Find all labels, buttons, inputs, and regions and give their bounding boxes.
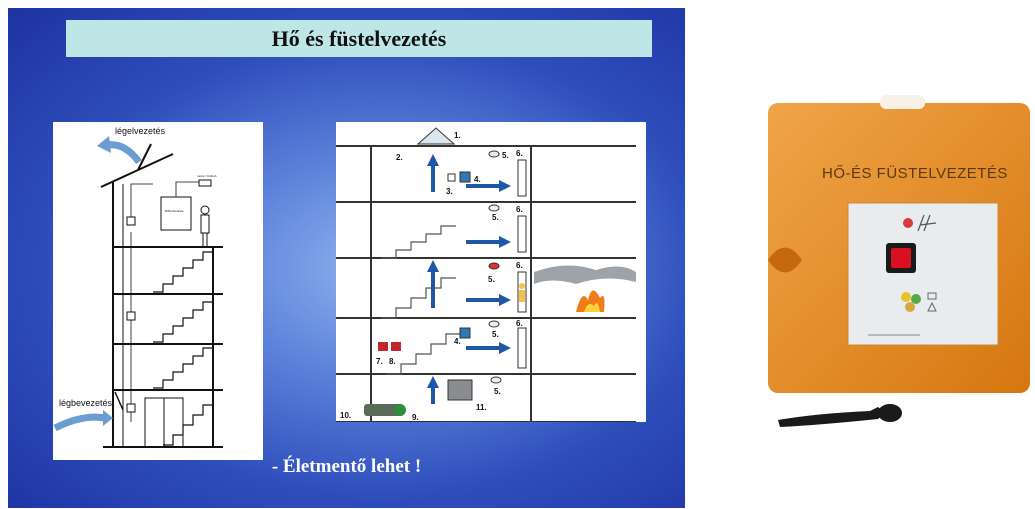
numbered-system-panel: 1. 2. 3. 4.: [336, 122, 646, 423]
numbered-system-drawing: 1. 2. 3. 4.: [336, 127, 636, 423]
smoke-cloud: [534, 265, 636, 284]
side-hinge: [768, 247, 802, 273]
fire-core-icon: [584, 303, 600, 312]
label-6-d: 6.: [516, 319, 523, 328]
upward-arrow-head: [427, 260, 439, 272]
running-person: [519, 283, 525, 289]
red-panel: [378, 342, 388, 351]
manual-call-point: [447, 173, 456, 182]
exhaust-arrow-head: [97, 136, 111, 153]
label-8: 8.: [389, 357, 396, 366]
label-11: 11.: [476, 403, 487, 412]
control-button: [459, 171, 471, 183]
battery-unit: [364, 404, 404, 416]
stairs: [163, 395, 214, 446]
stairs: [153, 347, 213, 389]
right-arrow-head: [499, 236, 511, 248]
presentation-slide: Hő és füstelvezetés: [8, 8, 685, 508]
reset-key: [778, 407, 886, 427]
smoke-detector-alarm: [488, 262, 500, 270]
wall-switch: [126, 216, 136, 226]
roof-line: [100, 153, 174, 188]
intake-arrow-head: [103, 410, 113, 426]
label-7: 7.: [376, 357, 383, 366]
running-person: [519, 290, 525, 302]
warning-triangle-icon: [927, 301, 937, 312]
stairs: [153, 251, 213, 293]
controller-box: [160, 196, 192, 231]
stairs: [381, 277, 456, 319]
building-schematic-panel: RWA Zentrale motor / Antrieb légelvezeté…: [53, 122, 263, 460]
sensor-box-label: motor / Antrieb: [197, 174, 217, 178]
smoke-vent-button-photo: HŐ-ÉS FÜSTELVEZETÉS: [740, 75, 1035, 435]
status-led-icon: [903, 218, 913, 228]
right-arrow-head: [499, 342, 511, 354]
indicator-amber-icon: [905, 302, 915, 312]
controller-label: RWA Zentrale: [165, 209, 184, 213]
slide-title: Hő és füstelvezetés: [271, 25, 447, 51]
door: [517, 215, 527, 253]
device-top-latch: [880, 95, 925, 109]
label-10: 10.: [340, 411, 351, 420]
smoke-detector: [488, 150, 500, 158]
label-5: 5.: [502, 151, 509, 160]
label-5-c: 5.: [488, 275, 495, 284]
person-figure: [200, 214, 210, 234]
slide-slogan: - Életmentő lehet !: [271, 456, 422, 477]
control-wire: [130, 183, 153, 217]
label-4-lower: 4.: [454, 337, 461, 346]
control-button: [459, 327, 471, 339]
label-6: 6.: [516, 149, 523, 158]
glass-window: [847, 202, 999, 346]
red-panel: [391, 342, 401, 351]
exhaust-label: légelvezetés: [115, 126, 166, 136]
upward-arrow-head: [427, 154, 439, 166]
intake-label: légbevezetés: [59, 398, 113, 408]
label-9: 9.: [412, 413, 419, 422]
stairs: [153, 301, 213, 343]
smoke-detector: [488, 204, 500, 212]
wall-switch: [126, 311, 136, 321]
label-6-c: 6.: [516, 261, 523, 270]
smoke-detector: [488, 320, 500, 328]
right-arrow-head: [499, 294, 511, 306]
device-label: HŐ-ÉS FÜSTELVEZETÉS: [822, 164, 1008, 182]
emergency-button[interactable]: [891, 248, 911, 268]
label-4: 4.: [474, 175, 481, 184]
stairs: [386, 333, 461, 375]
skylight: [416, 127, 456, 145]
sensor-box: [198, 179, 212, 187]
label-2: 2.: [396, 153, 403, 162]
smoke-detector: [490, 376, 502, 384]
label-3: 3.: [446, 187, 453, 196]
label-5-b: 5.: [492, 213, 499, 222]
symbol-box-icon: [927, 292, 937, 300]
label-5-e: 5.: [494, 387, 501, 396]
title-bar: Hő és füstelvezetés: [66, 20, 652, 57]
stairs: [381, 225, 456, 259]
upward-arrow-head: [427, 376, 439, 388]
device-drawing: HŐ-ÉS FÜSTELVEZETÉS: [768, 95, 1030, 427]
label-5-d: 5.: [492, 330, 499, 339]
intake-flap: [114, 391, 124, 411]
logo-mark-icon: [917, 214, 937, 232]
indicator-yellow-icon: [901, 292, 911, 302]
indicator-green-icon: [911, 294, 921, 304]
wall-switch: [126, 403, 136, 413]
intake-arrow: [53, 413, 106, 432]
battery-indicator: [394, 404, 406, 416]
roof-vent-flap: [137, 143, 152, 171]
reset-key-head: [878, 404, 902, 422]
right-arrow-head: [499, 180, 511, 192]
label-1: 1.: [454, 131, 461, 140]
person-figure: [200, 205, 210, 215]
building-schematic-drawing: RWA Zentrale motor / Antrieb légelvezeté…: [53, 126, 223, 448]
door: [517, 159, 527, 197]
label-6-b: 6.: [516, 205, 523, 214]
control-cabinet: [447, 379, 473, 401]
door: [517, 327, 527, 369]
